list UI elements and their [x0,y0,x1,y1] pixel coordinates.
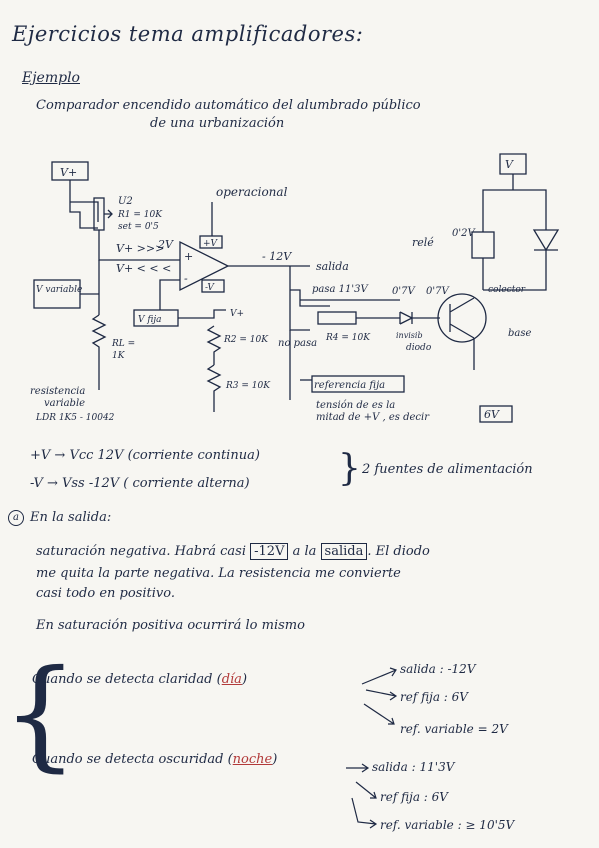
day-word: día [221,672,242,687]
output-heading: En la salida: [30,510,112,525]
u2-label: U2 [118,196,133,207]
v07a-label: 0'7V [392,286,416,297]
mitad-label: mitad de +V , es decir [316,412,430,423]
pasa-label: pasa 11'3V [312,284,369,295]
day-pre: Cuando se detecta claridad ( [32,672,222,687]
day-result-3: ref. variable = 2V [400,722,508,736]
supply-line-2: -V → Vss -12V ( corriente alterna) [30,476,250,491]
opamp-vminus: -V [205,283,215,293]
description-line-2: de una urbanización [150,116,285,131]
operacional-label: operacional [216,185,288,199]
night-case: Cuando se detecta oscuridad (noche) [32,752,277,767]
example-heading: Ejemplo [22,70,80,86]
cases-brace: { [2,645,79,784]
output-paragraph-2: me quita la parte negativa. La resistenc… [36,566,401,581]
p1-pre: saturación negativa. Habrá casi [36,544,246,559]
night-post: ) [272,752,278,767]
opamp-plus: + [184,250,193,263]
variable-label: variable [44,398,85,409]
tension-label: tensión de es la [316,400,395,411]
circuit-diagram: V+ V U2 R1 = 10K set = 0'5 operacional V… [30,153,560,423]
ldr-label: LDR 1K5 - 10042 [35,413,115,423]
r1-label: R1 = 10K [117,210,163,220]
r3-label: R3 = 10K [225,381,271,391]
v-less-label: V+ < < < [116,262,171,275]
night-result-3: ref. variable : ≥ 10'5V [380,818,515,832]
p1-box-salida: salida [320,543,368,560]
invisible-label: invisib [396,331,423,340]
referencia-label: referencia fija [314,380,385,391]
v-variable-label: V variable [36,285,82,295]
opamp-minus: - [184,272,188,285]
case-arrows [346,667,398,829]
night-word: noche [232,752,273,767]
salida-label: salida [316,260,349,273]
output-paragraph-1: saturación negativa. Habrá casi -12V a l… [36,543,430,560]
day-case: Cuando se detecta claridad (día) [32,672,247,687]
day-result-1: salida : -12V [400,662,476,676]
night-result-2: ref fija : 6V [380,790,448,804]
opamp-vplus: +V [203,239,219,249]
v-more-label: V+ >>> [116,242,164,255]
out-voltage-label: - 12V [262,250,292,263]
vplus-right-label: V [505,158,514,171]
supplies-brace: } [338,448,361,489]
page-title: Ejercicios tema amplificadores: [12,22,364,46]
supply-line-1: +V → Vcc 12V (corriente continua) [30,448,260,463]
base-label: base [508,328,531,339]
colector-label: colector [488,285,526,295]
vplus-label: V+ [60,166,77,179]
rele-label: relé [412,236,434,249]
p1-box-12v: -12V [250,543,289,560]
night-result-1: salida : 11'3V [372,760,455,774]
night-pre: Cuando se detecta oscuridad ( [32,752,233,767]
two-v-label: 2V [157,238,174,251]
day-result-2: ref fija : 6V [400,690,468,704]
v02-label: 0'2V [452,228,476,239]
rl-value: 1K [112,351,126,361]
v-fija-label: V fija [138,315,162,325]
output-paragraph-4: En saturación positiva ocurrirá lo mismo [36,618,305,633]
supplies-note: 2 fuentes de alimentación [362,462,533,477]
r2-label: R2 = 10K [223,335,269,345]
v07b-label: 0'7V [426,286,450,297]
resistencia-label: resistencia [30,386,85,397]
day-post: ) [241,672,248,687]
r4-label: R4 = 10K [325,333,371,343]
six-v-label: 6V [484,408,500,421]
vplus-mid-label: V+ [230,309,244,319]
circled-marker: a [8,510,24,526]
no-pasa-label: no pasa [278,338,317,349]
diodo-label: diodo [406,343,432,353]
output-paragraph-3: casi todo en positivo. [36,586,175,601]
set-label: set = 0'5 [118,222,159,232]
description-line-1: Comparador encendido automático del alum… [36,98,421,113]
p1-mid: a la [292,544,317,559]
rl-label: RL = [111,339,135,349]
p1-post: . El diodo [367,544,430,559]
